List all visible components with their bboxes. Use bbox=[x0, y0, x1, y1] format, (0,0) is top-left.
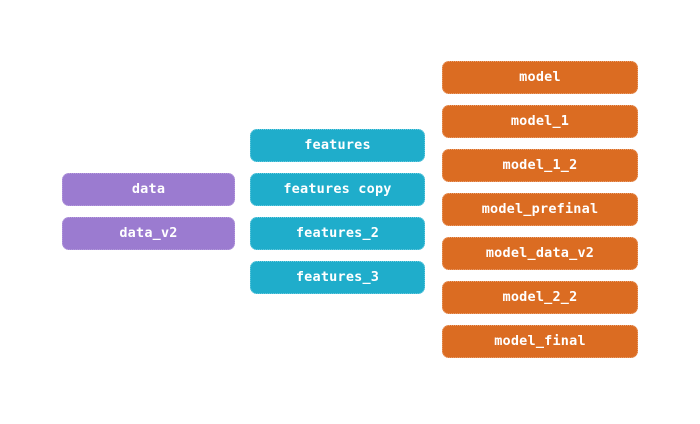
node-label: model_1_2 bbox=[502, 156, 578, 173]
node-model-final[interactable]: model_final bbox=[442, 325, 638, 358]
node-model-data-v2[interactable]: model_data_v2 bbox=[442, 237, 638, 270]
node-label: features_3 bbox=[295, 268, 380, 285]
node-features-2[interactable]: features_2 bbox=[250, 217, 425, 250]
node-data-v2[interactable]: data_v2 bbox=[62, 217, 235, 250]
node-label: data bbox=[131, 180, 166, 197]
node-label: model bbox=[519, 68, 561, 85]
node-model-2-2[interactable]: model_2_2 bbox=[442, 281, 638, 314]
node-features-copy[interactable]: features copy bbox=[250, 173, 425, 206]
node-model-1-2[interactable]: model_1_2 bbox=[442, 149, 638, 182]
node-label: data_v2 bbox=[119, 224, 178, 241]
node-label: features copy bbox=[283, 180, 392, 197]
node-model[interactable]: model bbox=[442, 61, 638, 94]
node-features[interactable]: features bbox=[250, 129, 425, 162]
model-column: model model_1 model_1_2 model_prefinal m… bbox=[442, 61, 638, 369]
node-model-1[interactable]: model_1 bbox=[442, 105, 638, 138]
features-column: features features copy features_2 featur… bbox=[250, 129, 425, 305]
node-features-3[interactable]: features_3 bbox=[250, 261, 425, 294]
node-label: features bbox=[304, 136, 371, 153]
node-data[interactable]: data bbox=[62, 173, 235, 206]
node-label: model_data_v2 bbox=[485, 244, 595, 261]
data-column: data data_v2 bbox=[62, 173, 235, 261]
node-label: model_2_2 bbox=[502, 288, 578, 305]
node-model-prefinal[interactable]: model_prefinal bbox=[442, 193, 638, 226]
node-label: model_final bbox=[494, 332, 586, 349]
node-label: model_1 bbox=[510, 112, 570, 129]
node-label: model_prefinal bbox=[481, 200, 599, 217]
node-label: features_2 bbox=[295, 224, 380, 241]
